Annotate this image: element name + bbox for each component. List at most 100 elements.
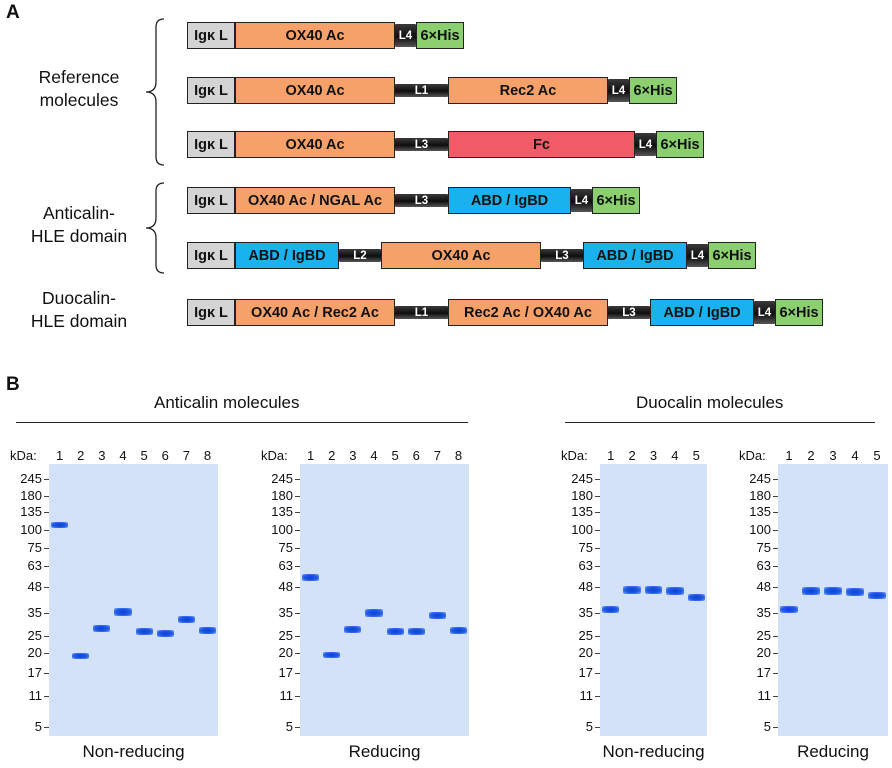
mw-marker-label: 135	[749, 504, 771, 519]
mw-marker-label: 11	[757, 688, 772, 703]
lane-number: 4	[119, 448, 127, 463]
signal-peptide-segment: Igκ L	[187, 299, 235, 326]
mw-marker-label: 180	[571, 488, 593, 503]
mw-marker-tick	[773, 636, 778, 637]
lane-number: 2	[328, 448, 336, 463]
mw-marker-label: 63	[278, 558, 293, 573]
protein-band	[323, 652, 341, 658]
protein-band	[344, 625, 362, 633]
signal-peptide-segment: Igκ L	[187, 131, 235, 158]
protein-band	[428, 611, 446, 619]
lane-number: 1	[607, 448, 615, 463]
albumin-binding-segment: ABD / IgBD	[448, 187, 571, 214]
mw-marker-tick	[295, 673, 300, 674]
mw-marker-label: 75	[578, 540, 593, 555]
mw-marker-label: 135	[571, 504, 593, 519]
mw-marker-tick	[595, 673, 600, 674]
protein-band	[449, 626, 467, 634]
mw-marker-tick	[44, 636, 49, 637]
group-title-anticalin: Anticalin molecules	[154, 393, 300, 412]
linker-segment: L1	[395, 84, 448, 97]
protein-band	[177, 615, 195, 623]
mw-marker-label: 35	[578, 605, 593, 620]
mw-marker-tick	[773, 653, 778, 654]
mw-marker-label: 20	[578, 645, 593, 660]
lane-number: 1	[55, 448, 64, 463]
linker-segment: L3	[395, 194, 448, 207]
mw-marker-label: 180	[749, 488, 771, 503]
mw-marker-tick	[595, 587, 600, 588]
protein-band	[824, 587, 842, 595]
mw-marker-label: 20	[756, 645, 771, 660]
his-tag-segment: 6×His	[775, 299, 823, 326]
mw-marker-tick	[295, 727, 300, 728]
linker-segment: L3	[395, 138, 448, 151]
mw-marker-label: 11	[279, 688, 294, 703]
linker-segment: L1	[395, 306, 448, 319]
mw-marker-tick	[595, 566, 600, 567]
mw-marker-label: 63	[27, 558, 42, 573]
mw-marker-tick	[773, 479, 778, 480]
anticalin-segment: OX40 Ac	[235, 22, 395, 49]
mw-marker-label: 245	[749, 471, 771, 486]
albumin-binding-segment: ABD / IgBD	[235, 242, 339, 269]
mw-marker-tick	[44, 727, 49, 728]
mw-marker-tick	[44, 496, 49, 497]
anticalin-segment: OX40 Ac / Rec2 Ac	[235, 299, 395, 326]
mw-marker-tick	[44, 566, 49, 567]
mw-marker-label: 75	[27, 540, 42, 555]
mw-marker-label: 245	[271, 471, 293, 486]
his-tag-segment: 6×His	[708, 242, 756, 269]
gel-image	[49, 464, 218, 736]
mw-marker-tick	[773, 496, 778, 497]
mw-marker-label: 20	[278, 645, 293, 660]
protein-band	[407, 627, 425, 635]
group-rule-anticalin	[16, 422, 468, 423]
mw-marker-label: 17	[578, 665, 593, 680]
lane-number: 1	[306, 448, 315, 463]
mw-marker-label: 135	[271, 504, 293, 519]
protein-band	[602, 605, 620, 613]
kda-label: kDa:	[561, 448, 588, 463]
mw-marker-tick	[773, 613, 778, 614]
mw-marker-tick	[44, 548, 49, 549]
linker-segment: L4	[754, 301, 775, 324]
linker-segment: L4	[687, 244, 708, 267]
mw-marker-label: 100	[271, 522, 293, 537]
mw-marker-label: 5	[763, 719, 771, 734]
lane-number: 7	[433, 448, 441, 463]
his-tag-segment: 6×His	[416, 22, 464, 49]
mw-marker-label: 75	[756, 540, 771, 555]
category-anticalin-hle: Anticalin- HLE domain	[14, 202, 144, 248]
mw-marker-tick	[595, 530, 600, 531]
mw-marker-tick	[295, 496, 300, 497]
lane-number: 2	[77, 448, 85, 463]
anticalin-segment: Rec2 Ac / OX40 Ac	[448, 299, 608, 326]
group-title-duocalin: Duocalin molecules	[636, 393, 784, 412]
mw-marker-tick	[595, 696, 600, 697]
mw-marker-label: 48	[756, 579, 771, 594]
mw-marker-tick	[295, 479, 300, 480]
protein-band	[135, 627, 153, 635]
protein-band	[666, 587, 684, 595]
protein-band	[365, 609, 383, 617]
group-rule-duocalin	[565, 422, 875, 423]
protein-band	[868, 591, 886, 599]
mw-marker-label: 11	[28, 688, 43, 703]
mw-marker-tick	[773, 530, 778, 531]
lane-number: 8	[203, 448, 212, 463]
protein-band	[802, 587, 820, 595]
mw-marker-label: 17	[278, 665, 293, 680]
signal-peptide-segment: Igκ L	[187, 22, 235, 49]
protein-band	[644, 586, 663, 594]
mw-marker-label: 180	[271, 488, 293, 503]
mw-marker-tick	[44, 613, 49, 614]
kda-label: kDa:	[261, 448, 288, 463]
mw-marker-label: 25	[756, 628, 771, 643]
anticalin-segment: Rec2 Ac	[448, 77, 608, 104]
